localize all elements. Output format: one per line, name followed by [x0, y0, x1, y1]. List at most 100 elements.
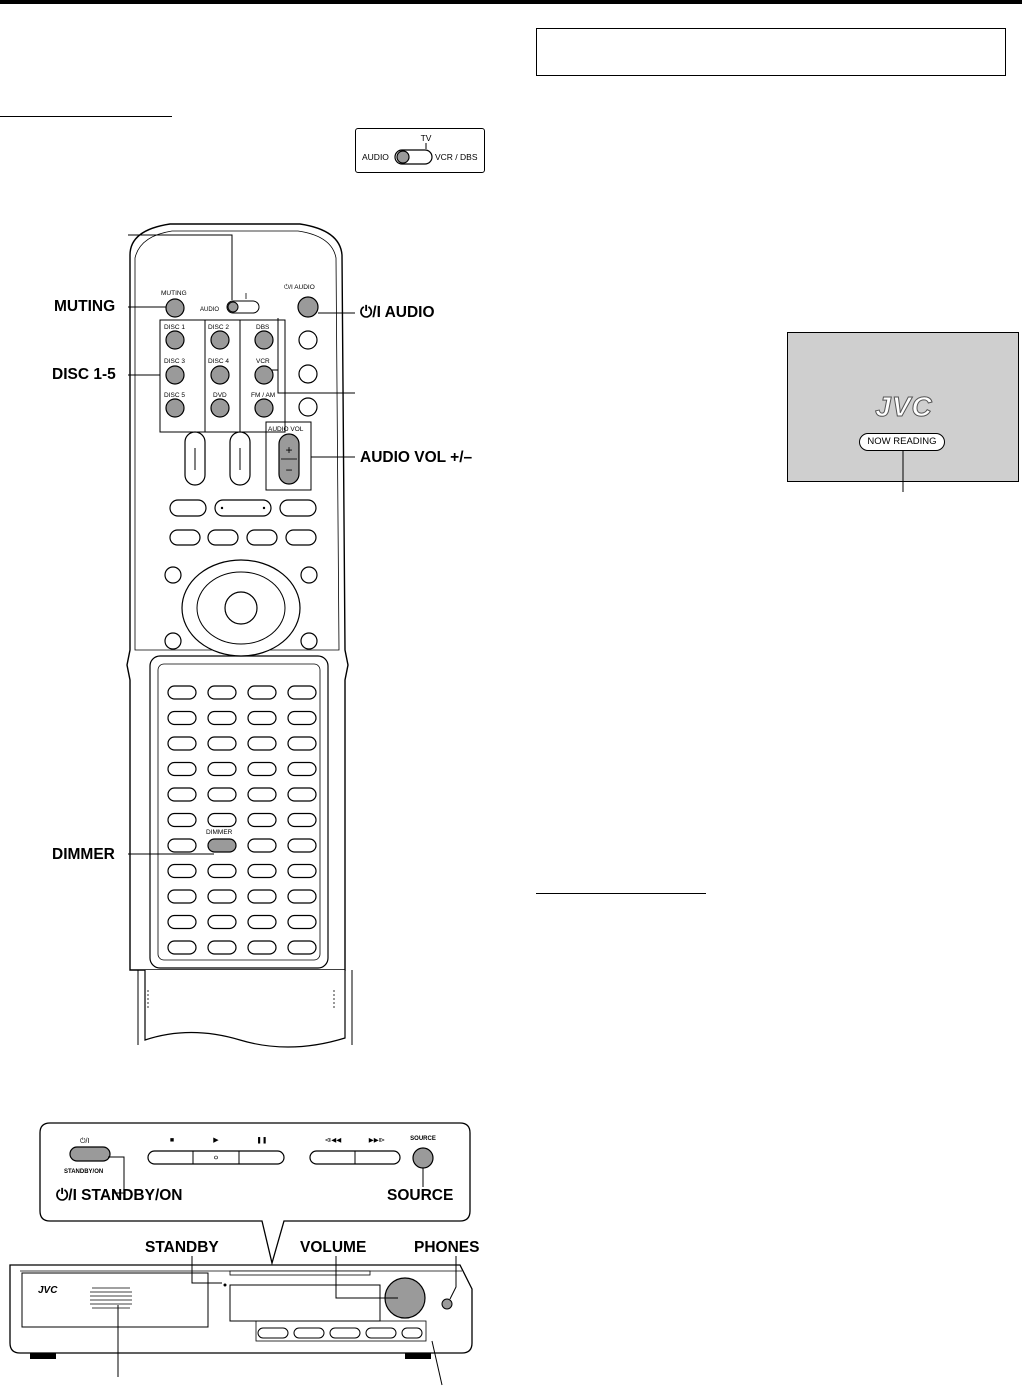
unit-front-button[interactable] — [258, 1328, 288, 1338]
fp-standby-on-button[interactable] — [70, 1147, 110, 1161]
unit-front-button[interactable] — [366, 1328, 396, 1338]
remote-grid-button[interactable] — [288, 737, 316, 750]
remote-grid-button[interactable] — [168, 686, 196, 699]
source-button[interactable] — [413, 1148, 433, 1168]
switch-tv-label: TV — [421, 133, 432, 143]
remote-grid-button[interactable] — [288, 763, 316, 776]
disc4-button[interactable] — [211, 366, 229, 384]
audio-vol-callout: AUDIO VOL +/– — [360, 449, 472, 467]
remote-grid-button[interactable] — [208, 941, 236, 954]
remote-grid-button[interactable] — [248, 839, 276, 852]
stop-button[interactable] — [149, 1152, 192, 1163]
remote-grid-button[interactable] — [168, 814, 196, 827]
dbs-button[interactable] — [255, 331, 273, 349]
remote-grid-button[interactable] — [248, 737, 276, 750]
remote-wide-button[interactable] — [280, 500, 316, 516]
remote-grid-button[interactable] — [168, 865, 196, 878]
subheading-underline — [536, 893, 706, 894]
disc3-button[interactable] — [166, 366, 184, 384]
prev-icon: ⧏◀◀ — [325, 1137, 342, 1144]
remote-grid-button[interactable] — [288, 865, 316, 878]
remote-grid-button[interactable] — [168, 763, 196, 776]
remote-grid-button[interactable] — [248, 763, 276, 776]
remote-round-button[interactable] — [299, 365, 317, 383]
fm-am-button[interactable] — [255, 399, 273, 417]
remote-grid-button[interactable] — [248, 916, 276, 929]
remote-round-button[interactable] — [301, 567, 317, 583]
switch-vcr-dbs-label: VCR / DBS — [435, 152, 478, 162]
remote-grid-button[interactable] — [208, 686, 236, 699]
remote-mode-switch[interactable] — [228, 302, 238, 312]
remote-grid-button[interactable] — [288, 941, 316, 954]
screen-callout-line — [895, 450, 915, 495]
remote-grid-button[interactable] — [288, 814, 316, 827]
mode-switch-illustration: TV AUDIO VCR / DBS — [356, 129, 486, 174]
switch-audio-label: AUDIO — [362, 152, 389, 162]
remote-grid-button[interactable] — [208, 737, 236, 750]
fp-power-label: ⏻/I — [80, 1137, 89, 1145]
remote-round-button[interactable] — [299, 331, 317, 349]
fm-am-label: FM / AM — [251, 392, 275, 399]
remote-grid-button[interactable] — [208, 814, 236, 827]
remote-grid-button[interactable] — [168, 839, 196, 852]
disc2-button[interactable] — [211, 331, 229, 349]
remote-round-button[interactable] — [165, 633, 181, 649]
dimmer-label: DIMMER — [206, 829, 233, 836]
phones-callout: PHONES — [414, 1239, 479, 1257]
remote-grid-button[interactable] — [248, 865, 276, 878]
remote-grid-button[interactable] — [288, 890, 316, 903]
disc5-button[interactable] — [166, 399, 184, 417]
remote-grid-button[interactable] — [168, 916, 196, 929]
dvd-button[interactable] — [211, 399, 229, 417]
vcr-button[interactable] — [255, 366, 273, 384]
remote-grid-button[interactable] — [168, 737, 196, 750]
remote-wide-button[interactable] — [215, 500, 271, 516]
remote-grid-button[interactable] — [168, 712, 196, 725]
section-heading-underline — [0, 116, 172, 117]
audio-power-button[interactable] — [298, 297, 318, 317]
remote-grid-button[interactable] — [168, 788, 196, 801]
remote-grid-button[interactable] — [208, 916, 236, 929]
unit-front-button[interactable] — [330, 1328, 360, 1338]
unit-front-button[interactable] — [402, 1328, 422, 1338]
remote-wide-button[interactable] — [170, 500, 206, 516]
remote-grid-button[interactable] — [288, 712, 316, 725]
remote-round-button[interactable] — [301, 633, 317, 649]
enter-button[interactable] — [225, 592, 257, 624]
remote-grid-button[interactable] — [288, 788, 316, 801]
remote-round-button[interactable] — [165, 567, 181, 583]
remote-grid-button[interactable] — [288, 916, 316, 929]
remote-grid-button[interactable] — [208, 712, 236, 725]
remote-grid-button[interactable] — [248, 686, 276, 699]
play-icon: ▶ — [213, 1137, 219, 1144]
pause-icon: ❚❚ — [257, 1137, 268, 1144]
remote-oblong-button[interactable] — [208, 530, 238, 545]
remote-grid-button[interactable] — [248, 712, 276, 725]
pause-button[interactable] — [240, 1152, 283, 1163]
remote-grid-button[interactable] — [248, 788, 276, 801]
remote-grid-button[interactable] — [168, 941, 196, 954]
next-button[interactable] — [356, 1152, 399, 1163]
unit-front-button[interactable] — [294, 1328, 324, 1338]
muting-button[interactable] — [166, 299, 184, 317]
remote-round-button[interactable] — [299, 398, 317, 416]
remote-grid-button[interactable] — [208, 788, 236, 801]
remote-oblong-button[interactable] — [247, 530, 277, 545]
remote-oblong-button[interactable] — [170, 530, 200, 545]
remote-grid-button[interactable] — [288, 839, 316, 852]
remote-grid-button[interactable] — [208, 890, 236, 903]
remote-grid-button[interactable] — [248, 814, 276, 827]
remote-grid-button[interactable] — [208, 865, 236, 878]
remote-grid-button[interactable] — [288, 686, 316, 699]
phones-jack[interactable] — [442, 1299, 452, 1309]
disc5-label: DISC 5 — [164, 392, 185, 399]
remote-grid-button[interactable] — [208, 763, 236, 776]
dbs-label: DBS — [256, 324, 270, 331]
remote-grid-button[interactable] — [168, 890, 196, 903]
dimmer-button[interactable] — [208, 839, 236, 852]
disc1-button[interactable] — [166, 331, 184, 349]
remote-oblong-button[interactable] — [286, 530, 316, 545]
remote-grid-button[interactable] — [248, 941, 276, 954]
prev-button[interactable] — [311, 1152, 354, 1163]
remote-grid-button[interactable] — [248, 890, 276, 903]
